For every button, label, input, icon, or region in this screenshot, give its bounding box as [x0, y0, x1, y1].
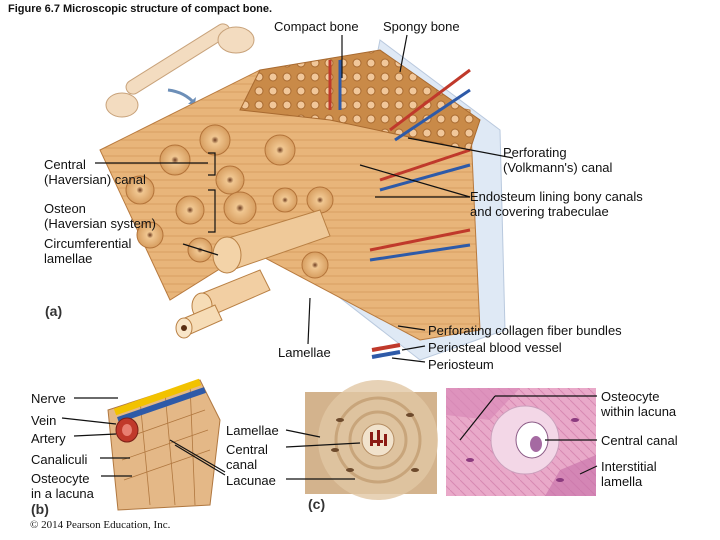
- label-vein: Vein: [31, 413, 57, 428]
- label-canaliculi: Canaliculi: [31, 452, 88, 467]
- figure-title: Figure 6.7 Microscopic structure of comp…: [8, 3, 273, 15]
- osteon-detail: [107, 378, 221, 511]
- label-perforating-fibers: Perforating collagen fiber bundles: [428, 323, 622, 338]
- label-interstitial-lamella: Interstitial lamella: [601, 459, 657, 489]
- label-central-canal-d: Central canal: [601, 433, 678, 448]
- label-periosteal-vessel: Periosteal blood vessel: [428, 340, 562, 355]
- label-compact-bone: Compact bone: [274, 19, 359, 34]
- label-osteocyte-within-lacuna: Osteocyte within lacuna: [601, 389, 677, 419]
- label-lamellae-c: Lamellae: [226, 423, 279, 438]
- label-central-canal: Central (Haversian) canal: [44, 157, 146, 187]
- panel-a-letter: (a): [45, 303, 63, 319]
- label-circumferential-lamellae: Circumferential lamellae: [44, 236, 132, 266]
- label-lacunae: Lacunae: [226, 473, 276, 488]
- long-bone-icon: [105, 23, 255, 118]
- copyright-credit: © 2014 Pearson Education, Inc.: [30, 519, 171, 531]
- label-spongy-bone: Spongy bone: [383, 19, 460, 34]
- label-perforating-canal: Perforating (Volkmann's) canal: [503, 145, 613, 175]
- compact-bone-block: [99, 39, 506, 361]
- micrograph-osteon: [305, 380, 438, 500]
- label-nerve: Nerve: [31, 391, 66, 406]
- label-osteocyte-lacuna: Osteocyte in a lacuna: [31, 471, 94, 501]
- panel-b-letter: (b): [31, 501, 49, 517]
- osteon-cylinder: [175, 209, 331, 339]
- label-central-canal-c: Central canal: [226, 442, 268, 472]
- leader-lines: [61, 34, 598, 480]
- panel-c-letter: (c): [308, 496, 326, 512]
- label-osteon: Osteon (Haversian system): [44, 201, 156, 231]
- label-periosteum: Periosteum: [428, 357, 494, 372]
- label-artery: Artery: [31, 431, 66, 446]
- label-lamellae-a: Lamellae: [278, 345, 331, 360]
- label-endosteum: Endosteum lining bony canals and coverin…: [470, 189, 643, 219]
- stained-micrograph: [446, 388, 596, 496]
